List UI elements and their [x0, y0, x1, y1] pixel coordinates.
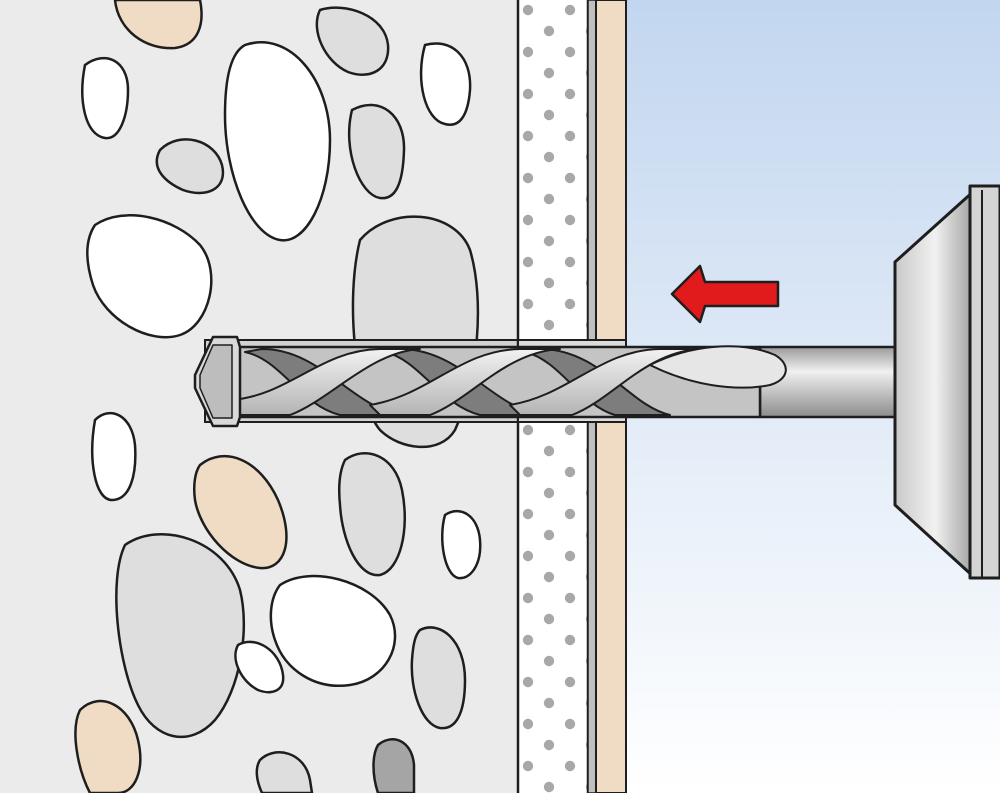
drill-flute-highlight	[369, 348, 561, 416]
aggregate-stone	[315, 6, 390, 76]
drill-bit	[193, 335, 902, 428]
drill-flute-highlight	[231, 348, 421, 416]
aggregate-stone	[410, 626, 467, 730]
aggregate-stone	[115, 533, 246, 738]
aggregate-stone	[91, 411, 137, 502]
aggregate-stone	[372, 738, 416, 793]
drill-tip-face	[199, 344, 233, 419]
aggregate-stone	[192, 454, 288, 570]
drill-chuck	[893, 184, 1000, 580]
direction-arrow	[670, 264, 780, 324]
aggregate-stone	[223, 41, 332, 242]
aggregate-stone	[81, 56, 130, 140]
aggregate-stone	[337, 452, 406, 577]
aggregate-stone	[155, 138, 225, 195]
drill-flute-tail	[649, 345, 787, 389]
aggregate-stone	[113, 0, 203, 50]
aggregate-stone	[74, 699, 142, 793]
aggregate-stone	[86, 214, 213, 339]
aggregate-stone	[441, 509, 482, 580]
aggregate-stone	[269, 574, 397, 688]
drill-shank	[758, 345, 902, 419]
aggregate-stone	[234, 640, 285, 694]
aggregate-stone	[419, 42, 472, 126]
chuck-collar	[968, 184, 1000, 580]
aggregate-stone	[347, 103, 406, 200]
aggregate-stone	[255, 751, 314, 793]
